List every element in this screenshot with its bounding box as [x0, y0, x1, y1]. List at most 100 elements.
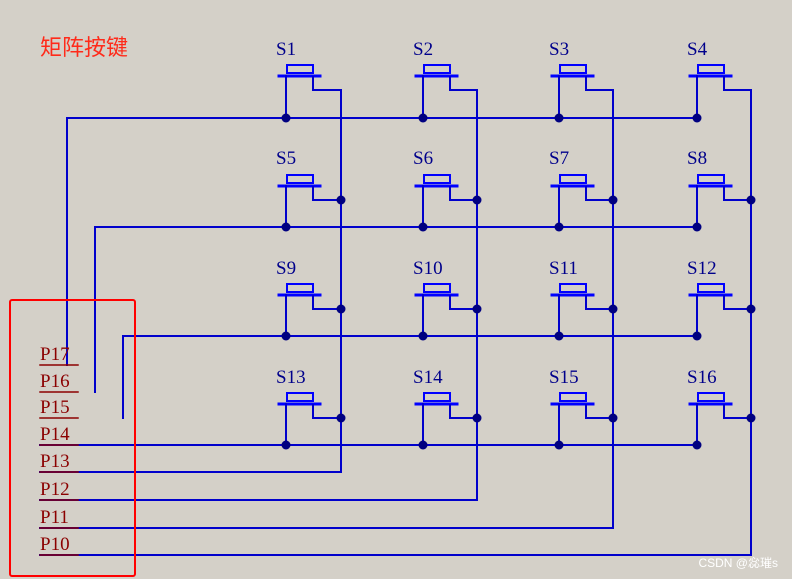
switch-plunger: [286, 283, 314, 293]
pin-highlight-box: [9, 299, 136, 577]
switch-label: S9: [276, 258, 296, 279]
row-junction-dot: [281, 113, 291, 123]
switch-s1: S1: [276, 39, 341, 119]
switch-plunger: [697, 64, 725, 74]
switch-label: S11: [549, 258, 578, 279]
row-junction-dot: [692, 440, 702, 450]
switch-label: S13: [276, 367, 306, 388]
column-junction-dot: [336, 304, 346, 314]
pin-label-p14: P14: [40, 424, 70, 445]
switch-s15: S15: [549, 367, 613, 446]
watermark: CSDN @惢璀s: [698, 556, 778, 570]
switch-s6: S6: [413, 148, 477, 228]
switch-plunger: [559, 392, 587, 402]
switch-s14: S14: [413, 367, 477, 446]
switch-right-terminal: [312, 404, 341, 419]
switch-right-terminal: [585, 404, 613, 419]
switch-right-terminal: [449, 186, 477, 201]
column-junction-dot: [336, 413, 346, 423]
row-junction-dot: [281, 331, 291, 341]
pin-label-p13: P13: [40, 451, 70, 472]
row-junction-dot: [692, 331, 702, 341]
switch-right-terminal: [585, 295, 613, 310]
switch-s3: S3: [549, 39, 613, 119]
column-junction-dot: [608, 195, 618, 205]
switch-plunger: [286, 64, 314, 74]
row-junction-dot: [418, 113, 428, 123]
switch-plunger: [697, 283, 725, 293]
switch-right-terminal: [449, 295, 477, 310]
switch-label: S6: [413, 148, 433, 169]
row-junction-dot: [281, 222, 291, 232]
switch-s12: S12: [687, 258, 751, 337]
pin-label-p12: P12: [40, 479, 70, 500]
switch-label: S5: [276, 148, 296, 169]
switch-right-terminal: [585, 76, 613, 91]
row-junction-dot: [554, 222, 564, 232]
switch-s9: S9: [276, 258, 341, 337]
junction-dots-group: [281, 113, 756, 450]
column-junction-dot: [746, 195, 756, 205]
switch-right-terminal: [312, 76, 341, 91]
row-junction-dot: [554, 113, 564, 123]
column-junction-dot: [608, 304, 618, 314]
switch-s4: S4: [687, 39, 751, 119]
switch-s16: S16: [687, 367, 751, 446]
switch-s11: S11: [549, 258, 613, 337]
switch-label: S15: [549, 367, 579, 388]
column-junction-dot: [472, 413, 482, 423]
switch-right-terminal: [723, 76, 751, 91]
row-junction-dot: [418, 222, 428, 232]
switch-label: S8: [687, 148, 707, 169]
diagram-title: 矩阵按键: [40, 36, 129, 61]
switch-s7: S7: [549, 148, 613, 228]
pin-label-p17: P17: [40, 344, 70, 365]
switch-label: S16: [687, 367, 717, 388]
switch-right-terminal: [723, 186, 751, 201]
switch-plunger: [559, 174, 587, 184]
switch-right-terminal: [723, 404, 751, 419]
switch-plunger: [697, 392, 725, 402]
row-junction-dot: [281, 440, 291, 450]
switch-s5: S5: [276, 148, 341, 228]
switch-s2: S2: [413, 39, 477, 119]
switch-plunger: [286, 174, 314, 184]
switch-label: S14: [413, 367, 443, 388]
switch-s10: S10: [413, 258, 477, 337]
row-junction-dot: [692, 113, 702, 123]
column-junction-dot: [472, 304, 482, 314]
row-junction-dot: [554, 440, 564, 450]
switch-plunger: [423, 64, 451, 74]
column-junction-dot: [746, 304, 756, 314]
switch-label: S2: [413, 39, 433, 60]
switch-plunger: [423, 392, 451, 402]
switch-plunger: [559, 64, 587, 74]
switch-plunger: [559, 283, 587, 293]
switch-s13: S13: [276, 367, 341, 446]
switch-plunger: [423, 174, 451, 184]
pin-label-p16: P16: [40, 371, 70, 392]
wires-group: [39, 89, 752, 556]
column-junction-dot: [336, 195, 346, 205]
row-junction-dot: [418, 331, 428, 341]
column-junction-dot: [746, 413, 756, 423]
switch-plunger: [286, 392, 314, 402]
row-junction-dot: [418, 440, 428, 450]
pin-label-p11: P11: [40, 507, 69, 528]
switch-label: S7: [549, 148, 569, 169]
switch-plunger: [423, 283, 451, 293]
switch-s8: S8: [687, 148, 751, 228]
switch-right-terminal: [312, 295, 341, 310]
column-junction-dot: [608, 413, 618, 423]
switch-right-terminal: [723, 295, 751, 310]
switch-right-terminal: [585, 186, 613, 201]
switch-label: S1: [276, 39, 296, 60]
row-junction-dot: [554, 331, 564, 341]
switch-label: S12: [687, 258, 717, 279]
switch-right-terminal: [449, 404, 477, 419]
switch-plunger: [697, 174, 725, 184]
